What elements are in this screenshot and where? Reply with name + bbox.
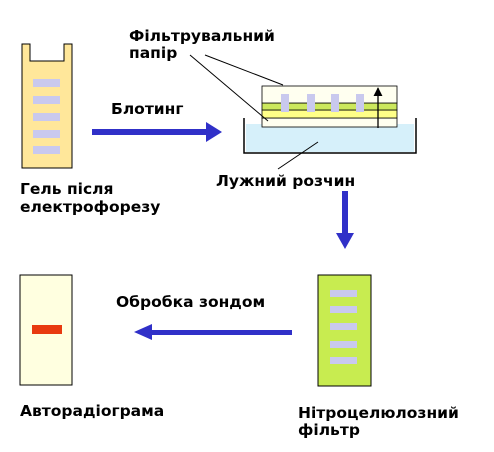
alkaline-solution-label: Лужний розчин — [216, 172, 356, 190]
blotting-arrow — [92, 122, 222, 142]
gel-label-line2: електрофорезу — [20, 198, 161, 216]
gel-band — [33, 146, 60, 154]
blotting-tray — [189, 54, 417, 170]
leader-line — [277, 141, 319, 170]
gel-label-line1: Гель після — [20, 180, 114, 198]
gel-band — [33, 130, 60, 138]
probe-treatment-label: Обробка зондом — [116, 293, 266, 311]
alkaline-solution — [246, 124, 414, 152]
leader-line — [189, 54, 269, 122]
down-arrow — [336, 191, 354, 249]
gel-band — [33, 79, 60, 87]
nitrocellulose-label-line2: фільтр — [298, 421, 360, 439]
gel-band — [33, 113, 60, 121]
filter-band — [330, 341, 357, 348]
probe-arrow — [134, 324, 292, 340]
autoradiogram-label: Авторадіограма — [20, 402, 165, 420]
gel-layer-in-stack — [261, 117, 398, 128]
tray-outline — [243, 118, 417, 154]
gel-band — [33, 96, 60, 104]
leader-line — [204, 54, 284, 86]
autorad-band — [32, 325, 62, 334]
nitrocellulose-filter — [317, 274, 372, 387]
filter-band — [330, 306, 357, 313]
autoradiogram — [19, 274, 73, 386]
filter-band — [330, 323, 357, 330]
filter-paper-label-line2: папір — [129, 44, 178, 62]
stack-band — [281, 94, 289, 112]
filter-paper-label-line1: Фільтрувальний — [129, 27, 275, 45]
stack-band — [356, 94, 364, 112]
filter-band — [330, 357, 357, 364]
stack-band — [331, 94, 339, 112]
gel — [21, 43, 73, 169]
nitrocellulose-label-line1: Нітроцелюлозний — [298, 404, 459, 422]
stack-band — [307, 94, 315, 112]
blotting-label: Блотинг — [111, 100, 184, 118]
filter-band — [330, 290, 357, 297]
